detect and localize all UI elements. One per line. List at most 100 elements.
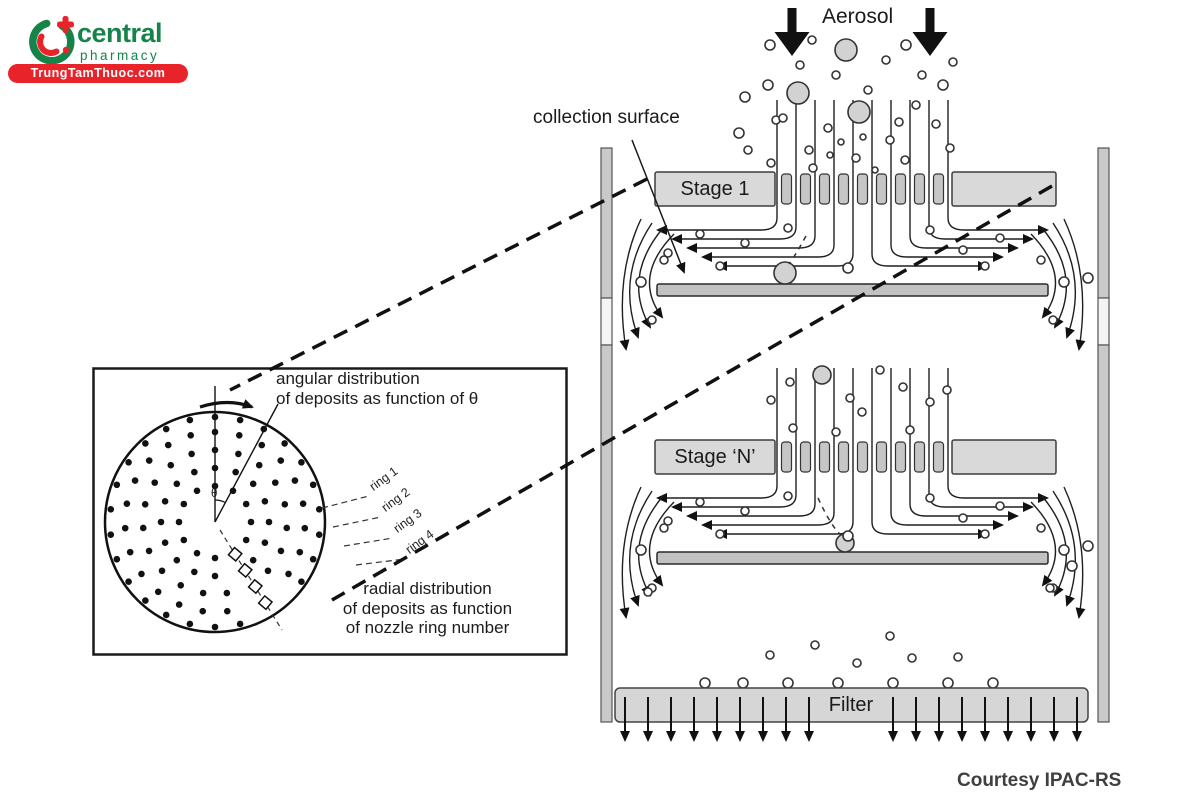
magnifier-connectors <box>229 139 1053 602</box>
deposit-dot <box>113 481 121 489</box>
flow-line-right <box>890 100 1004 262</box>
edge-flow-arc-right <box>1030 233 1057 319</box>
particle <box>980 261 990 271</box>
particle <box>907 653 917 663</box>
deposit-dot <box>151 479 159 486</box>
deposit-dot <box>158 567 166 575</box>
deposit-dot <box>173 556 181 564</box>
wall-segment <box>600 344 613 723</box>
particle-trajectory-dashed <box>788 235 807 265</box>
particle-trajectory-dashed <box>817 497 841 535</box>
theta-symbol: θ <box>211 488 218 500</box>
deposit-dot <box>175 601 183 608</box>
particle <box>635 544 647 556</box>
stage-nozzle-plate-box <box>951 439 1057 475</box>
particle <box>699 677 711 689</box>
deposit-dot <box>175 518 183 526</box>
filter-label: Filter <box>828 694 874 716</box>
deposit-dot <box>309 555 317 563</box>
deposit-dot <box>123 500 131 507</box>
particle <box>937 79 949 91</box>
collection-surface-pointer <box>631 139 686 274</box>
deposit-dot <box>142 440 149 447</box>
deposit-dot <box>277 457 285 464</box>
deposit-dot <box>211 464 219 472</box>
deposit-dot <box>260 425 268 433</box>
particle <box>762 79 774 91</box>
impacted-particle <box>773 261 797 285</box>
particle <box>837 138 845 146</box>
wall-segment <box>1097 344 1110 723</box>
deposit-dot <box>315 506 323 513</box>
aerosol-inlet-arrows <box>774 8 948 56</box>
particle <box>1036 255 1046 265</box>
particle <box>663 516 673 526</box>
deposit-dot <box>285 570 292 578</box>
particle <box>875 365 885 375</box>
flow-line-left <box>701 100 835 262</box>
down-arrow-icon <box>774 8 810 56</box>
particle <box>778 113 788 123</box>
deposit-dot <box>247 518 255 526</box>
deposit-dot <box>283 524 291 532</box>
nozzle-slot <box>837 173 850 205</box>
deposit-dot <box>131 477 139 484</box>
flow-line-left <box>686 368 816 521</box>
particle <box>643 587 653 597</box>
nozzle-slot <box>818 441 831 473</box>
particle <box>851 153 861 163</box>
deposit-dot <box>258 441 266 449</box>
nozzle-slot <box>875 441 888 473</box>
flow-line-left <box>671 100 797 244</box>
particle <box>925 493 935 503</box>
nozzle-slot <box>799 173 812 205</box>
deposit-dot <box>211 572 219 580</box>
particle <box>740 238 750 248</box>
particle <box>905 425 915 435</box>
flow-line-left <box>701 368 835 530</box>
deposit-dot <box>199 607 207 615</box>
particle <box>659 255 669 265</box>
particle <box>863 85 873 95</box>
deposit-dot <box>242 536 250 544</box>
nozzle-slot <box>799 441 812 473</box>
nozzle-slot <box>932 441 945 473</box>
angular-caption-line2: of deposits as function of θ <box>276 388 479 408</box>
deposit-dot <box>261 539 269 546</box>
particle <box>715 529 725 539</box>
radial-caption-line3: of nozzle ring number <box>345 618 510 637</box>
edge-flow-arc-left <box>629 490 653 607</box>
nozzle-slot <box>913 173 926 205</box>
ring-leader-line <box>355 558 406 566</box>
particle <box>826 151 834 159</box>
deposit-dot <box>126 548 134 556</box>
particle <box>810 640 820 650</box>
deposit-dot <box>223 589 231 597</box>
radial-caption-line1: radial distribution <box>363 579 492 598</box>
deposit-dot <box>211 623 219 631</box>
deposit-dot <box>157 518 165 526</box>
deposit-dot <box>162 425 170 433</box>
logo-brand-text: central <box>77 18 163 48</box>
particle <box>1066 560 1078 572</box>
deposit-dot <box>291 477 299 484</box>
particle <box>715 261 725 271</box>
deposit-dot <box>191 568 198 576</box>
deposit-dot <box>229 487 237 495</box>
collection-plate <box>656 551 1049 565</box>
particle <box>695 497 705 507</box>
particle <box>783 223 793 233</box>
deposit-dot <box>261 498 269 505</box>
particle <box>765 650 775 660</box>
deposit-dot <box>164 441 172 449</box>
particle <box>847 100 871 124</box>
flow-line-right <box>890 368 1004 530</box>
deposit-dot <box>211 413 219 421</box>
particle <box>958 513 968 523</box>
logo-sub-text: pharmacy <box>80 48 160 63</box>
stage-nozzle-plate-box <box>654 171 776 207</box>
aerosol-particles <box>635 35 1094 689</box>
particle <box>786 81 810 105</box>
particle <box>900 39 912 51</box>
